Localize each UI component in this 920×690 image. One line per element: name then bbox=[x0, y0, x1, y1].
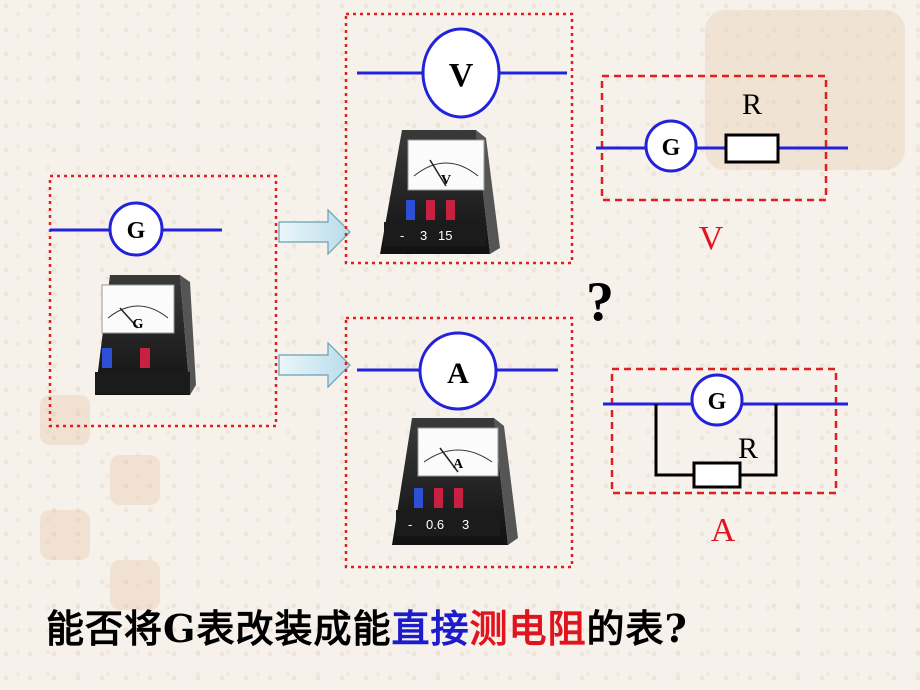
question-part-4: 的表? bbox=[586, 606, 688, 651]
series-resistor-label: R bbox=[742, 88, 762, 121]
ammeter-device-picture: A - 0.6 3 bbox=[392, 418, 518, 545]
voltmeter-face-letter: V bbox=[441, 173, 451, 188]
arrow-to-ammeter bbox=[278, 341, 351, 389]
voltmeter-symbol-label: V bbox=[449, 57, 474, 94]
voltmeter-symbol bbox=[421, 27, 501, 119]
question-part-1: 能否将G表改装成能 bbox=[46, 606, 392, 651]
ammeter-face-letter: A bbox=[453, 457, 464, 472]
ammeter-terminal-neg: - bbox=[408, 517, 412, 532]
decorative-seals-left bbox=[40, 395, 160, 610]
ammeter-symbol-label: A bbox=[447, 357, 469, 390]
voltmeter-device-picture: V - 3 15 bbox=[380, 130, 500, 254]
voltmeter-terminal-15: 15 bbox=[438, 228, 452, 243]
galvanometer-device-picture: G bbox=[95, 275, 196, 395]
question-part-highlight-blue: 直接 bbox=[391, 606, 470, 651]
galvanometer-symbol bbox=[108, 201, 164, 257]
parallel-circuit-panel: G R bbox=[603, 367, 848, 495]
galvanometer-face-letter: G bbox=[133, 317, 144, 332]
question-part-highlight-red: 测电阻 bbox=[469, 606, 587, 651]
ammeter-panel: A A - 0.6 3 bbox=[344, 316, 574, 569]
series-circuit-caption: V bbox=[699, 220, 724, 257]
voltmeter-terminal-neg: - bbox=[400, 228, 404, 243]
galvanometer-symbol-label: G bbox=[127, 218, 146, 244]
series-galvanometer-label: G bbox=[662, 135, 681, 161]
series-circuit-border bbox=[600, 74, 828, 202]
voltmeter-terminal-3: 3 bbox=[420, 228, 427, 243]
question-mark: ? bbox=[586, 271, 614, 333]
parallel-resistor-label: R bbox=[738, 432, 758, 465]
series-circuit-panel: G R bbox=[596, 74, 848, 202]
question-sentence: 能否将G表改装成能直接测电阻的表? bbox=[46, 598, 688, 653]
ammeter-symbol bbox=[418, 331, 498, 411]
parallel-resistor bbox=[692, 461, 742, 489]
galvanometer-panel: G G bbox=[48, 174, 278, 428]
series-resistor bbox=[724, 133, 780, 164]
decorative-seal-top-right bbox=[705, 10, 905, 170]
parallel-circuit-caption: A bbox=[711, 512, 736, 549]
parallel-circuit-border bbox=[610, 367, 838, 495]
ammeter-terminal-0-6: 0.6 bbox=[426, 517, 444, 532]
ammeter-terminal-3: 3 bbox=[462, 517, 469, 532]
voltmeter-panel-border bbox=[344, 12, 574, 265]
arrow-to-voltmeter bbox=[278, 208, 351, 256]
parallel-galvanometer-symbol bbox=[690, 373, 744, 427]
series-galvanometer-symbol bbox=[644, 119, 698, 173]
ammeter-panel-border bbox=[344, 316, 574, 569]
parallel-galvanometer-label: G bbox=[708, 389, 727, 415]
galvanometer-panel-border bbox=[48, 174, 278, 428]
voltmeter-panel: V V - 3 15 bbox=[344, 12, 574, 265]
